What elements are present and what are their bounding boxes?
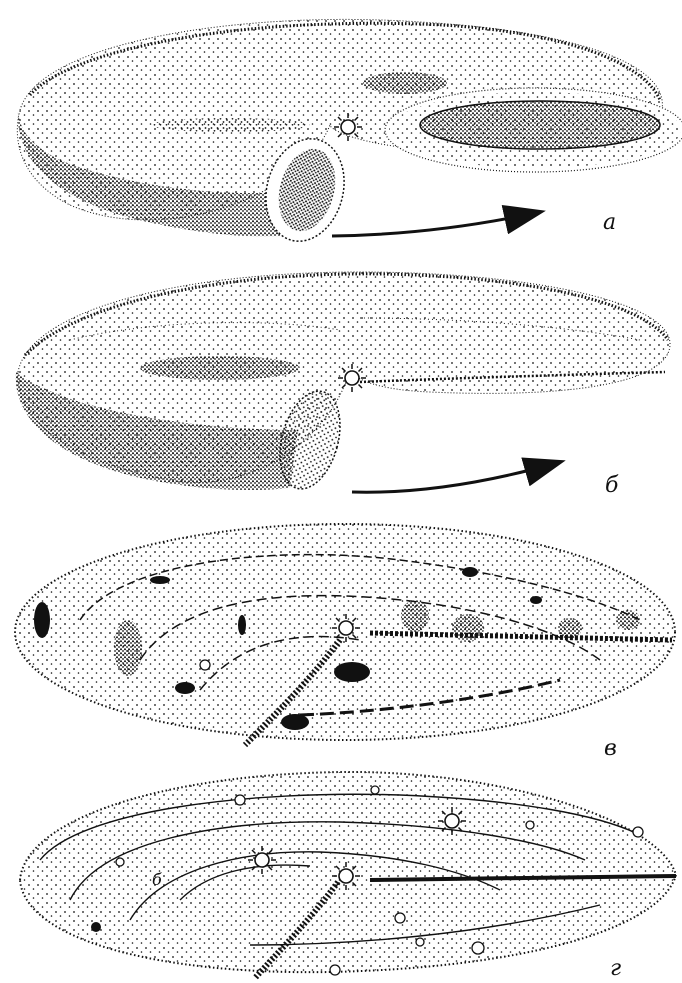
clump-v-1: [34, 602, 50, 638]
rotation-arrow-b: [352, 462, 560, 492]
clump-v-11: [150, 576, 170, 584]
planet-g-10: [526, 821, 534, 829]
clump-v-3: [175, 682, 195, 694]
panel-label-a: а: [603, 210, 616, 235]
panel-g: б г: [20, 772, 676, 981]
planet-g-5: [633, 827, 643, 837]
clump-a: [363, 72, 447, 94]
panel-v: в: [15, 524, 675, 761]
planet-g-9: [116, 858, 124, 866]
streak-a: [150, 118, 310, 132]
clump-v-4: [281, 714, 309, 730]
star-a-icon: [334, 113, 362, 141]
panel-label-g: г: [610, 956, 621, 981]
small-label-b-g: б: [152, 870, 162, 889]
clump-v-6: [401, 600, 429, 632]
clump-v-7: [452, 614, 484, 642]
star-g-3-icon: [332, 862, 360, 890]
planet-g-2: [395, 913, 405, 923]
planet-g-7: [235, 795, 245, 805]
panel-a: а: [17, 19, 682, 250]
streak-b-inner: [140, 356, 300, 380]
planet-g-3: [472, 942, 484, 954]
planet-g-1: [91, 922, 101, 932]
star-g-1-icon: [438, 807, 466, 835]
clump-v-10: [238, 615, 246, 635]
clump-v-8: [558, 618, 582, 638]
clump-v-9: [616, 610, 640, 630]
ring-a-hole: [420, 101, 660, 149]
panel-label-v: в: [604, 736, 617, 761]
panel-b: б: [16, 272, 670, 498]
clump-v-12: [462, 567, 478, 577]
star-v-icon: [332, 614, 360, 642]
star-b-icon: [338, 364, 366, 392]
small-body-v: [200, 660, 210, 670]
star-g-2-icon: [248, 846, 276, 874]
clump-v-5: [334, 662, 370, 682]
rotation-arrow-a: [332, 212, 540, 236]
panel-label-b: б: [605, 473, 619, 498]
planet-g-6: [416, 938, 424, 946]
planet-g-4: [330, 965, 340, 975]
clump-v-13: [530, 596, 542, 604]
planet-g-8: [371, 786, 379, 794]
clump-v-2: [114, 620, 142, 676]
